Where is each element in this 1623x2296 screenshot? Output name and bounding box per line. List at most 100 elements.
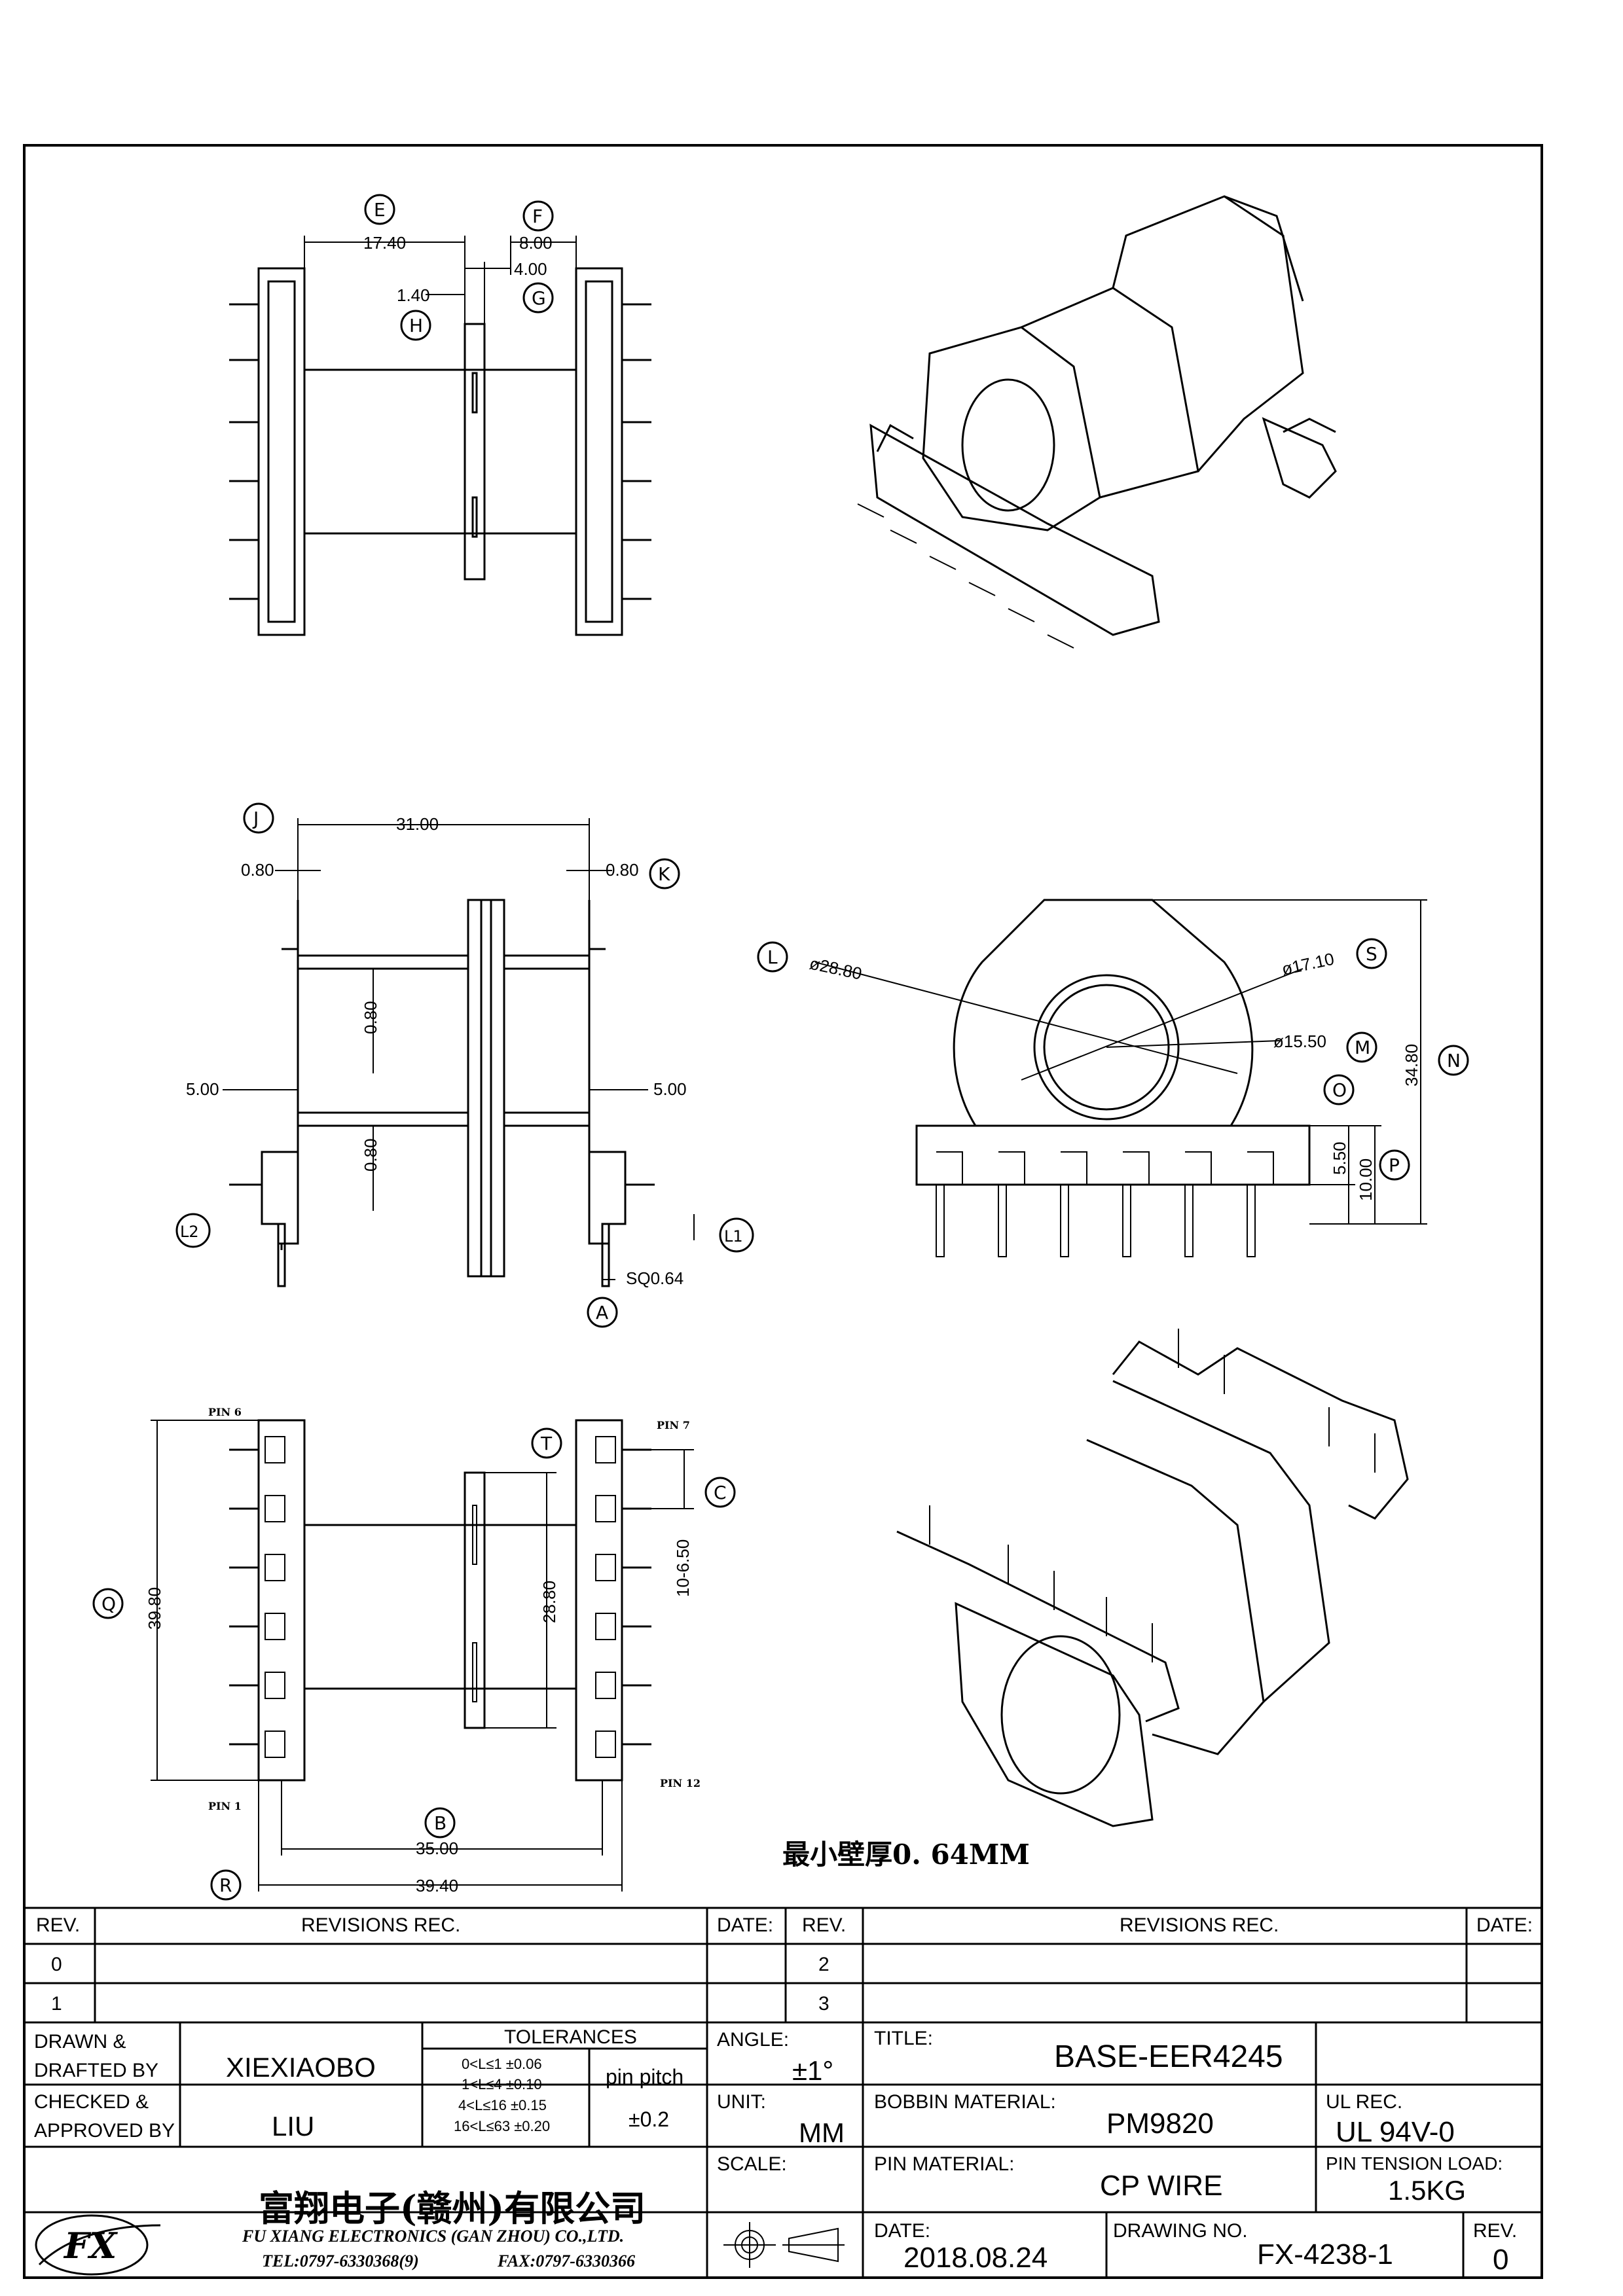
top-right-flange — [575, 267, 623, 636]
top-right-flange-inner — [585, 280, 613, 623]
svg-text:M: M — [1355, 1037, 1370, 1058]
date-value: 2018.08.24 — [903, 2242, 1048, 2274]
iso-view-bottom — [896, 1329, 1409, 1827]
callout-T: T — [531, 1427, 562, 1459]
checked-label: CHECKED & APPROVED BY — [34, 2091, 175, 2142]
end-view — [814, 899, 1427, 1257]
callout-L: L — [757, 941, 788, 973]
wall-thickness-note: 最小壁厚0. 64MM — [782, 1839, 1030, 1871]
dim-O-text: 5.50 — [1330, 1141, 1349, 1175]
drawing-frame — [23, 144, 1543, 2279]
title-block-grid — [23, 1907, 1543, 2279]
svg-text:L: L — [767, 946, 778, 968]
end-core-inner — [1043, 984, 1170, 1111]
company-fax: FAX:0797-6330366 — [498, 2251, 635, 2270]
svg-text:N: N — [1447, 1050, 1461, 1071]
end-pins — [936, 1151, 1274, 1257]
callout-E: E — [364, 194, 395, 225]
company-name-cn: 富翔电子(赣州)有限公司 — [259, 2187, 646, 2229]
date-label: DATE: — [874, 2220, 931, 2242]
dim-H-text: 1.40 — [397, 285, 430, 305]
company-name-en: FU XIANG ELECTRONICS (GAN ZHOU) CO.,LTD. — [242, 2227, 625, 2246]
side-right-flange — [588, 900, 627, 1245]
dim-N-text: 34.80 — [1402, 1044, 1421, 1086]
rev-header-right: REV. — [802, 1914, 847, 1936]
top-pins-left — [229, 303, 259, 600]
callout-B: B — [424, 1807, 456, 1839]
tol-line-4: 16<L≤63 ±0.20 — [454, 2118, 551, 2134]
tol-line-1: 0<L≤1 ±0.06 — [462, 2056, 542, 2072]
rev-row-3: 3 — [818, 1993, 830, 2015]
callout-O: O — [1323, 1074, 1355, 1105]
bobbin-material-label: BOBBIN MATERIAL: — [874, 2091, 1056, 2113]
pin-tension-value: 1.5KG — [1388, 2175, 1467, 2206]
ul-rec-value: UL 94V-0 — [1336, 2116, 1455, 2148]
dim-right-5-text: 5.00 — [653, 1079, 687, 1099]
svg-text:B: B — [434, 1812, 447, 1834]
tol-line-3: 4<L≤16 ±0.15 — [458, 2097, 547, 2113]
dim-T-text: 28.80 — [539, 1581, 559, 1623]
pin-tension-label: PIN TENSION LOAD: — [1326, 2153, 1503, 2174]
dim-mid-bot-text: 0.80 — [361, 1138, 380, 1172]
drawn-value: XIEXIAOBO — [226, 2052, 376, 2083]
side-right-pin — [601, 1223, 610, 1287]
drawn-label: DRAWN & DRAFTED BY — [34, 2031, 159, 2081]
callout-A: A — [587, 1297, 618, 1328]
company-tel: TEL:0797-6330368(9) — [262, 2251, 419, 2270]
angle-label: ANGLE: — [717, 2029, 790, 2051]
dim-E-text: 17.40 — [363, 233, 406, 253]
title-value: BASE-EER4245 — [1054, 2039, 1283, 2074]
dim-F-text: 8.00 — [519, 233, 553, 253]
dim-L-text: ø28.80 — [808, 954, 864, 984]
dim-R-text: 39.40 — [416, 1876, 458, 1895]
callout-P: P — [1379, 1149, 1410, 1181]
callout-L1: L1 — [719, 1217, 754, 1253]
pin7-label: PIN 7 — [657, 1419, 690, 1431]
side-center-divider — [467, 899, 505, 1278]
pin-pitch-label: pin pitch — [606, 2065, 684, 2089]
callout-H: H — [400, 310, 431, 341]
bottom-view — [151, 1419, 694, 1892]
company-logo: FX — [35, 2214, 161, 2276]
angle-value: ±1° — [792, 2055, 834, 2086]
top-view — [229, 236, 651, 636]
callout-L2: L2 — [175, 1213, 211, 1248]
svg-text:P: P — [1389, 1155, 1400, 1176]
scale-label: SCALE: — [717, 2153, 787, 2175]
svg-text:A: A — [596, 1302, 608, 1323]
dim-K-text: 0.80 — [606, 860, 639, 880]
tolerances-header: TOLERANCES — [504, 2026, 637, 2048]
side-left-flange — [261, 900, 299, 1245]
top-center-slot2 — [471, 496, 478, 538]
bottom-left-flange — [257, 1419, 306, 1782]
callout-Q: Q — [92, 1588, 124, 1619]
drawing-no-value: FX-4238-1 — [1257, 2238, 1393, 2270]
top-center-divider — [464, 323, 486, 581]
callout-J: J — [243, 802, 274, 834]
callout-R: R — [210, 1869, 242, 1901]
dim-G-text: 4.00 — [514, 259, 547, 279]
callout-G: G — [522, 282, 554, 314]
dim-J-total-text: 31.00 — [396, 814, 439, 834]
bobbin-material-value: PM9820 — [1106, 2108, 1214, 2140]
svg-text:S: S — [1366, 943, 1377, 965]
side-view — [223, 818, 695, 1287]
rev-row-1: 1 — [51, 1993, 62, 2015]
bottom-center-divider — [464, 1471, 486, 1729]
rev-label: REV. — [1473, 2220, 1518, 2242]
projection-symbol — [723, 2222, 845, 2268]
tol-line-2: 1<L≤4 ±0.10 — [462, 2076, 542, 2092]
bottom-pins-right — [622, 1448, 651, 1746]
svg-text:E: E — [374, 199, 386, 221]
revisions-header-right: REVISIONS REC. — [1120, 1914, 1279, 1936]
dim-Q-text: 39.80 — [145, 1587, 164, 1630]
svg-text:J: J — [252, 808, 259, 829]
drawing-no-label: DRAWING NO. — [1113, 2220, 1248, 2242]
callout-F: F — [522, 200, 554, 232]
iso-view-top — [857, 195, 1337, 649]
bottom-pad-right — [595, 1436, 616, 1758]
svg-text:G: G — [532, 287, 546, 309]
end-pin-rail — [915, 1124, 1311, 1186]
dim-J-text: 0.80 — [241, 860, 274, 880]
bottom-pad-left — [264, 1436, 285, 1758]
